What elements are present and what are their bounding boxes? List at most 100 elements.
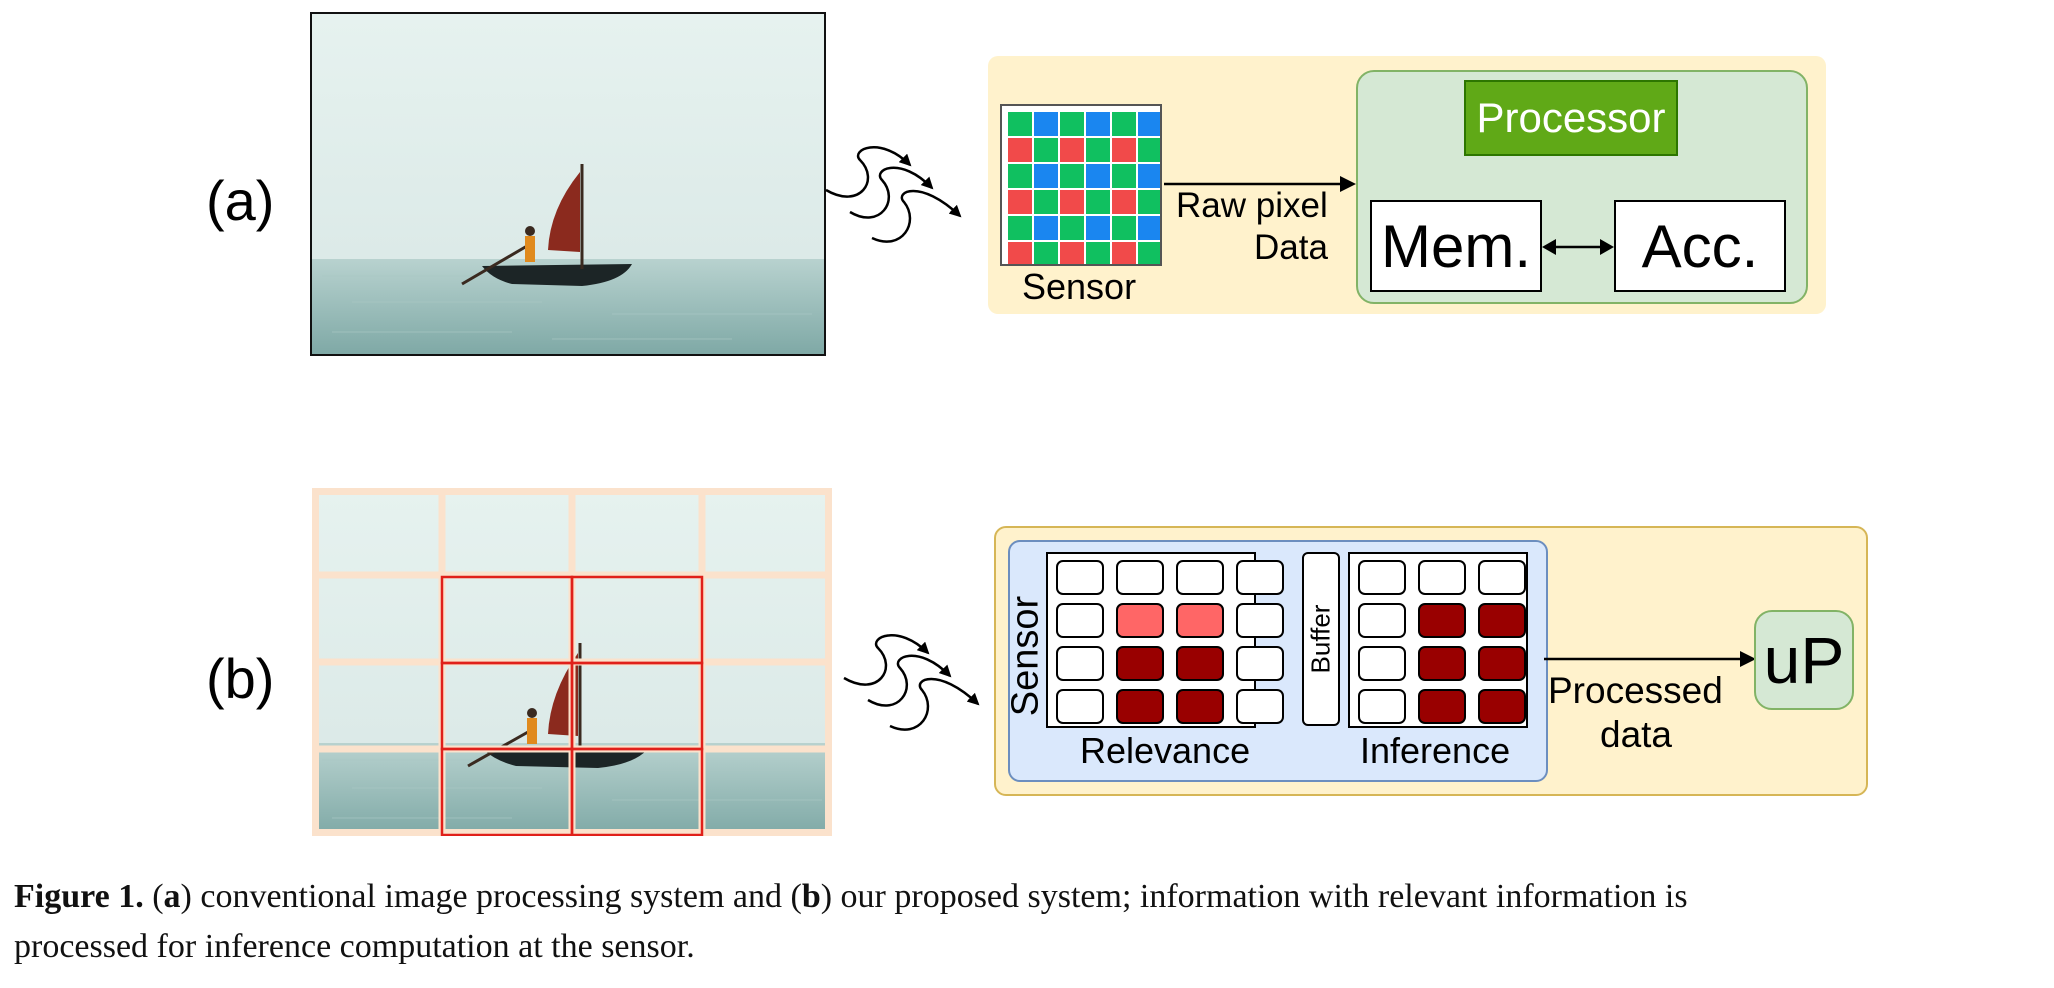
relevance-cell xyxy=(1116,689,1164,724)
inference-cell xyxy=(1478,689,1526,724)
caption-line-1: Figure 1. (a) conventional image process… xyxy=(14,872,2044,922)
caption-b: b xyxy=(801,878,821,915)
bayer-pixel xyxy=(1034,242,1058,266)
bayer-pixel xyxy=(1086,242,1110,266)
bayer-pixel xyxy=(1060,138,1084,162)
relevance-cell xyxy=(1176,560,1224,595)
relevance-cell xyxy=(1056,689,1104,724)
bayer-pixel xyxy=(1112,138,1136,162)
bayer-pixel xyxy=(1112,216,1136,240)
relevance-cell xyxy=(1056,560,1104,595)
processed-data-arrow xyxy=(1544,651,1756,667)
relevance-cell xyxy=(1116,560,1164,595)
bayer-pixel xyxy=(1138,112,1162,136)
accelerator-box: Acc. xyxy=(1614,200,1786,292)
relevance-grid xyxy=(1046,552,1284,728)
bayer-pixel xyxy=(1034,138,1058,162)
inference-label: Inference xyxy=(1360,730,1511,771)
relevance-cell xyxy=(1176,603,1224,638)
relevance-cell xyxy=(1176,689,1224,724)
inference-cell xyxy=(1418,603,1466,638)
bayer-pixel xyxy=(1112,190,1136,214)
bayer-pixel xyxy=(1060,190,1084,214)
inference-cell xyxy=(1478,603,1526,638)
relevance-cell xyxy=(1116,603,1164,638)
inference-grid xyxy=(1348,552,1528,728)
bayer-pixel xyxy=(1008,190,1032,214)
memory-box: Mem. xyxy=(1370,200,1542,292)
bayer-pixel xyxy=(1086,190,1110,214)
relevance-label: Relevance xyxy=(1080,730,1251,771)
relevance-cell xyxy=(1236,689,1284,724)
relevance-cell xyxy=(1236,646,1284,681)
bayer-pixel xyxy=(1034,190,1058,214)
processed-label: Processed xyxy=(1548,670,1723,711)
sensor-label-a: Sensor xyxy=(1022,266,1137,307)
panel-a-label: (a) xyxy=(206,169,275,232)
light-waves-b xyxy=(843,634,980,731)
light-waves-a xyxy=(825,146,962,243)
caption-p3: ) our proposed system; information with … xyxy=(820,878,1688,915)
caption-fig-label: Figure 1. xyxy=(14,878,144,915)
relevance-cell xyxy=(1056,603,1104,638)
bayer-sensor xyxy=(1000,104,1162,266)
processor-box: Processor xyxy=(1464,80,1678,156)
relevant-region-grid xyxy=(440,575,704,837)
inference-cell xyxy=(1358,603,1406,638)
buffer-label: Buffer xyxy=(1305,604,1336,674)
bayer-pixel xyxy=(1008,242,1032,266)
caption-a: a xyxy=(163,878,181,915)
panel-b-label: (b) xyxy=(206,647,275,710)
boat-photo-a xyxy=(310,12,826,356)
bayer-pixel xyxy=(1086,112,1110,136)
bayer-pixel xyxy=(1008,138,1032,162)
bayer-pixel xyxy=(1034,216,1058,240)
buffer-box xyxy=(1302,552,1340,726)
figure-caption: Figure 1. (a) conventional image process… xyxy=(14,872,2044,972)
boat-photo-b xyxy=(312,488,832,837)
bayer-pixel xyxy=(1112,242,1136,266)
inference-cell xyxy=(1418,646,1466,681)
inference-cell xyxy=(1418,689,1466,724)
inference-cell xyxy=(1358,560,1406,595)
bayer-pixel xyxy=(1086,138,1110,162)
bayer-pixel xyxy=(1034,112,1058,136)
raw-pixel-label: Raw pixel xyxy=(1176,186,1328,225)
caption-line-2: processed for inference computation at t… xyxy=(14,928,695,965)
bayer-pixel xyxy=(1060,112,1084,136)
relevance-cell xyxy=(1236,560,1284,595)
bayer-pixel xyxy=(1034,164,1058,188)
bayer-pixel xyxy=(1008,216,1032,240)
bayer-pixel xyxy=(1112,112,1136,136)
bayer-pixel xyxy=(1008,112,1032,136)
sensor-label-b: Sensor xyxy=(1004,595,1047,717)
inference-cell xyxy=(1478,646,1526,681)
bayer-pixel xyxy=(1138,138,1162,162)
bayer-pixel xyxy=(1060,216,1084,240)
caption-p2: ) conventional image processing system a… xyxy=(180,878,802,915)
relevance-cell xyxy=(1116,646,1164,681)
mem-acc-arrow xyxy=(1542,239,1614,255)
inference-cell xyxy=(1358,689,1406,724)
bayer-pixel xyxy=(1138,190,1162,214)
relevance-cell xyxy=(1056,646,1104,681)
bayer-pixel xyxy=(1138,216,1162,240)
inference-cell xyxy=(1358,646,1406,681)
data-label: data xyxy=(1600,714,1673,755)
microprocessor-box: uP xyxy=(1754,610,1854,710)
inference-cell xyxy=(1418,560,1466,595)
bayer-pixel xyxy=(1112,164,1136,188)
raw-data-label: Data xyxy=(1254,228,1328,267)
caption-p1: ( xyxy=(152,878,164,915)
relevance-cell xyxy=(1236,603,1284,638)
bayer-pixel xyxy=(1060,242,1084,266)
bayer-pixel xyxy=(1138,242,1162,266)
bayer-pixel xyxy=(1060,164,1084,188)
inference-cell xyxy=(1478,560,1526,595)
bayer-pixel xyxy=(1086,216,1110,240)
bayer-pixel xyxy=(1138,164,1162,188)
raw-data-arrow xyxy=(1164,176,1356,192)
relevance-cell xyxy=(1176,646,1224,681)
bayer-pixel xyxy=(1008,164,1032,188)
bayer-pixel xyxy=(1086,164,1110,188)
